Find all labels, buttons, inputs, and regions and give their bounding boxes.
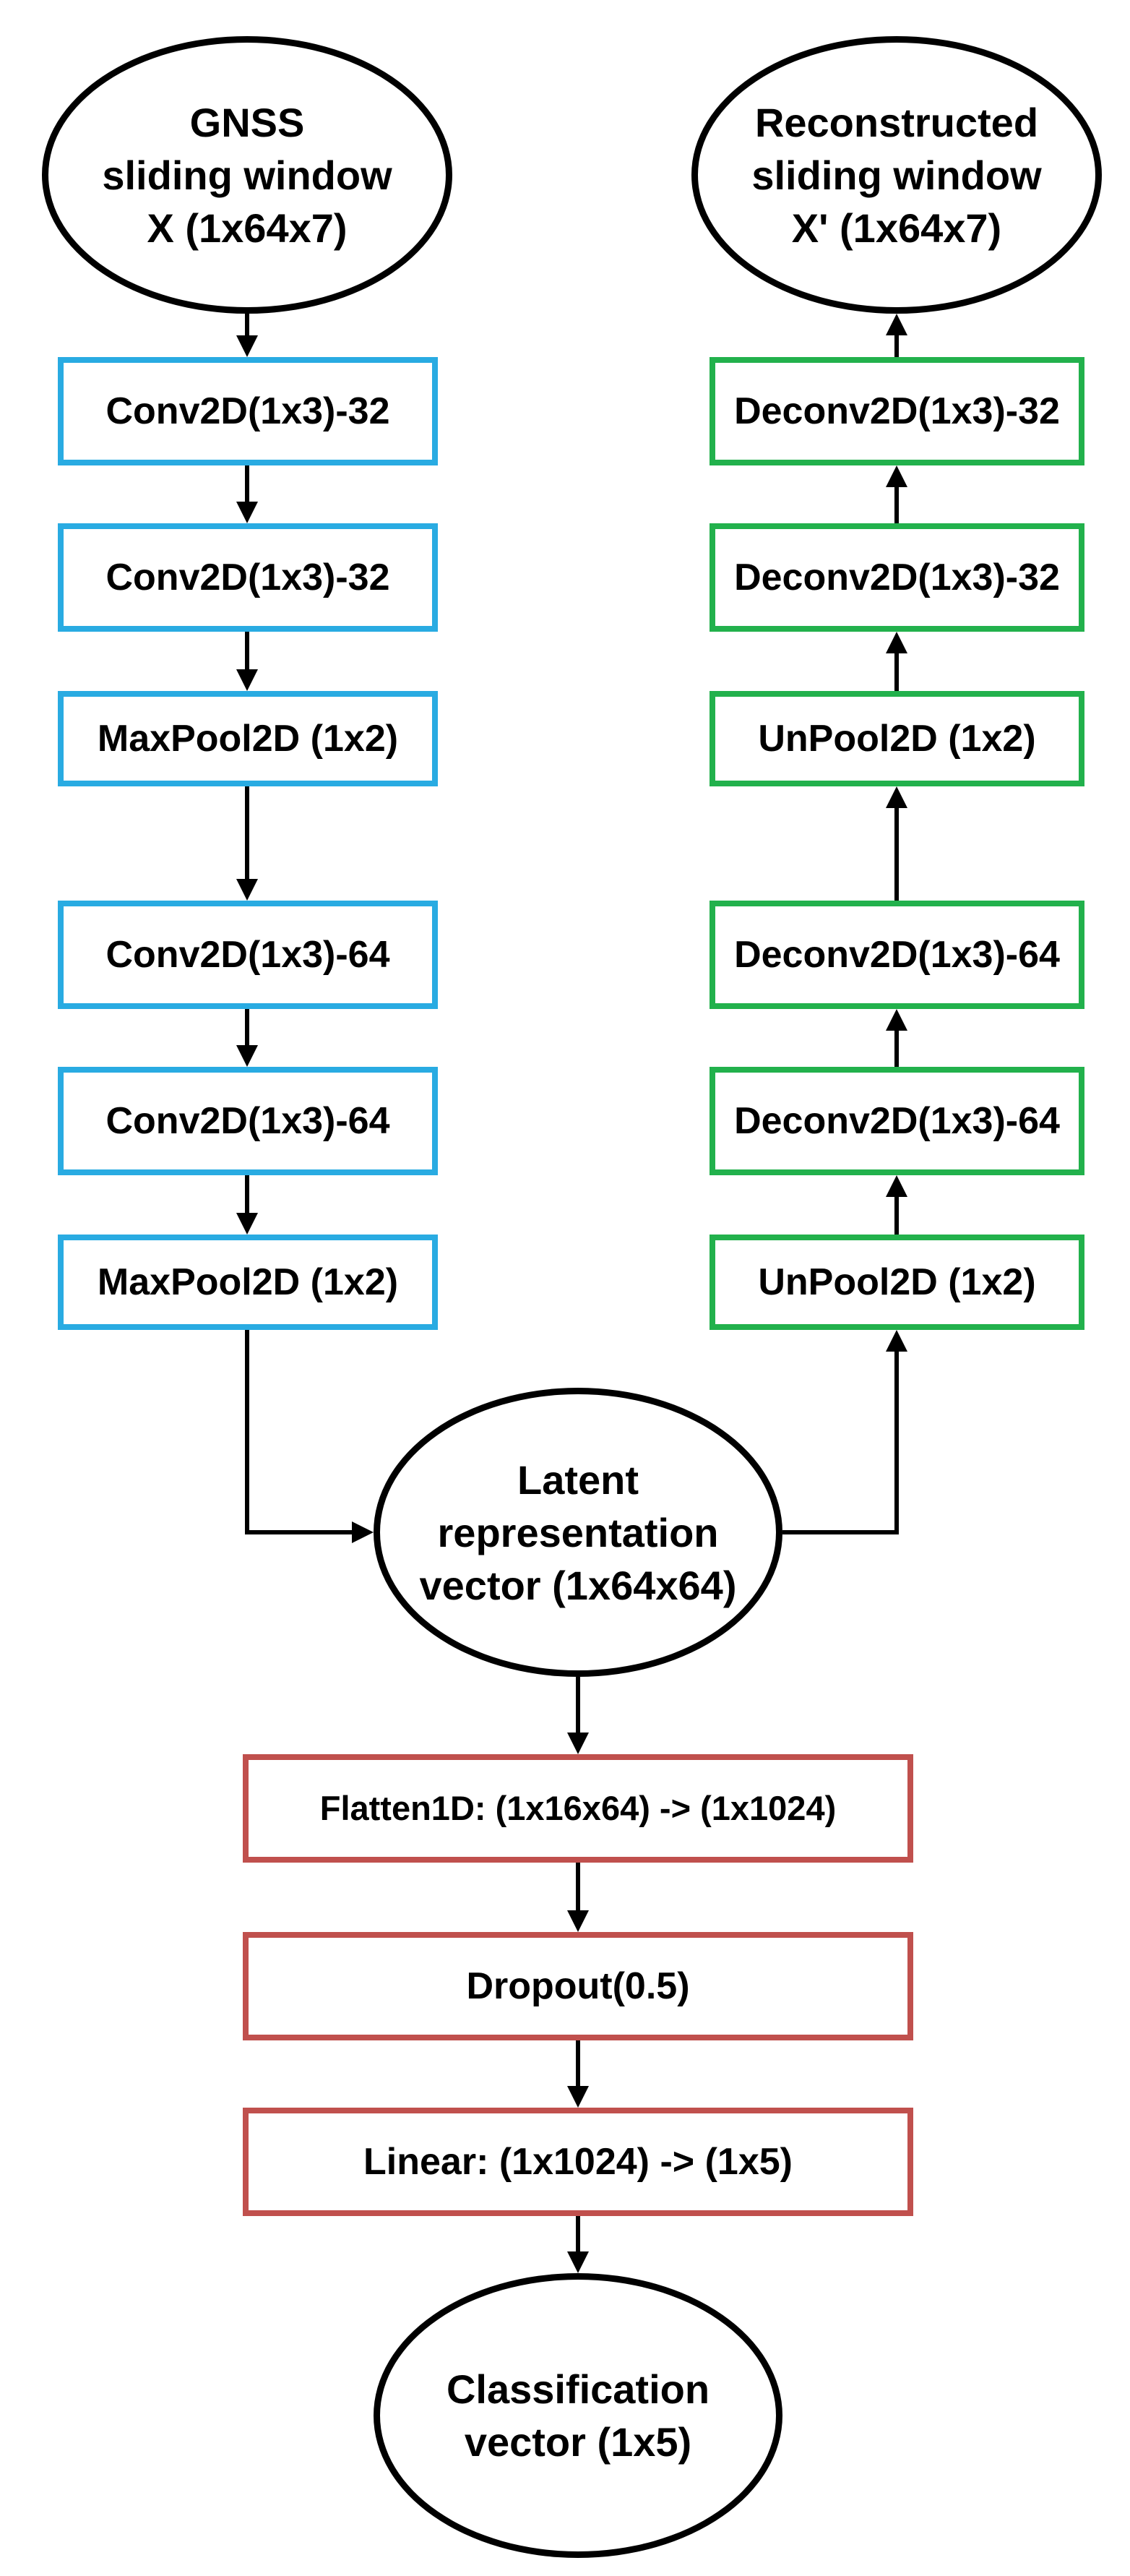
arrow-latent-to-flatten-line <box>576 1677 580 1733</box>
classification-line-2: vector (1x5) <box>464 2419 692 2465</box>
decoder-box-deconv2d-64-1: Deconv2D(1x3)-64 <box>710 901 1084 1009</box>
encoder-box-maxpool2d-2: MaxPool2D (1x2) <box>58 1235 438 1330</box>
encoder-box-label: Conv2D(1x3)-64 <box>105 1100 390 1142</box>
decoder-box-label: UnPool2D (1x2) <box>758 1261 1036 1303</box>
decoder-box-label: UnPool2D (1x2) <box>758 718 1036 760</box>
latent-line-3: vector (1x64x64) <box>419 1562 737 1608</box>
arrow-maxpool1-to-conv3-head <box>236 879 258 901</box>
decoder-box-unpool2d-1: UnPool2D (1x2) <box>710 691 1084 786</box>
reconstructed-line-1: Reconstructed <box>754 99 1039 145</box>
elbow-latent-to-unpool2-head <box>886 1330 907 1352</box>
arrow-deconv2-to-deconv1-head <box>886 465 907 487</box>
encoder-box-label: Conv2D(1x3)-32 <box>105 557 390 598</box>
arrow-conv3-to-conv4-line <box>245 1009 249 1045</box>
elbow-maxpool2-to-latent-head <box>352 1521 374 1543</box>
encoder-box-conv2d-32-1: Conv2D(1x3)-32 <box>58 357 438 465</box>
arrow-linear-to-classification-line <box>576 2216 580 2251</box>
latent-line-2: representation <box>437 1509 719 1555</box>
gnss-input-line-1: GNSS <box>189 99 305 145</box>
decoder-box-label: Deconv2D(1x3)-32 <box>734 390 1060 432</box>
arrow-deconv4-to-deconv3-head <box>886 1009 907 1031</box>
encoder-box-conv2d-64-1: Conv2D(1x3)-64 <box>58 901 438 1009</box>
arrow-deconv1-to-output-head <box>886 314 907 335</box>
gnss-input-line-3: X (1x64x7) <box>147 205 348 251</box>
arrow-conv1-to-conv2-head <box>236 502 258 523</box>
arrow-conv4-to-maxpool2-line <box>245 1175 249 1213</box>
gnss-input-line-2: sliding window <box>102 152 392 198</box>
arrow-conv2-to-maxpool1-head <box>236 669 258 691</box>
encoder-box-maxpool2d-1: MaxPool2D (1x2) <box>58 691 438 786</box>
decoder-box-label: Deconv2D(1x3)-64 <box>734 1100 1060 1142</box>
classifier-box-label: Flatten1D: (1x16x64) -> (1x1024) <box>319 1789 837 1827</box>
encoder-box-conv2d-32-2: Conv2D(1x3)-32 <box>58 523 438 632</box>
arrow-deconv1-to-output-line <box>894 335 899 357</box>
decoder-box-deconv2d-32-2: Deconv2D(1x3)-32 <box>710 523 1084 632</box>
node-reconstructed-ellipse: Reconstructed sliding window X' (1x64x7) <box>691 36 1102 314</box>
arrow-latent-to-flatten-head <box>567 1733 589 1754</box>
arrow-linear-to-classification-head <box>567 2251 589 2273</box>
reconstructed-line-3: X' (1x64x7) <box>791 205 1002 251</box>
arrow-conv2-to-maxpool1-line <box>245 632 249 669</box>
arrow-conv1-to-conv2-line <box>245 465 249 502</box>
classifier-box-dropout: Dropout(0.5) <box>243 1932 913 2040</box>
classifier-box-label: Dropout(0.5) <box>466 1965 690 2007</box>
decoder-box-deconv2d-32-1: Deconv2D(1x3)-32 <box>710 357 1084 465</box>
decoder-box-label: Deconv2D(1x3)-64 <box>734 934 1060 976</box>
elbow-latent-to-unpool2-vertical <box>894 1352 899 1534</box>
reconstructed-line-2: sliding window <box>751 152 1042 198</box>
node-latent-ellipse: Latent representation vector (1x64x64) <box>374 1388 782 1677</box>
arrow-dropout-to-linear-line <box>576 2040 580 2086</box>
elbow-maxpool2-to-latent-horizontal <box>245 1530 352 1534</box>
arrow-conv4-to-maxpool2-head <box>236 1213 258 1235</box>
arrow-unpool1-to-deconv2-line <box>894 653 899 691</box>
arrow-unpool2-to-deconv4-head <box>886 1175 907 1197</box>
arrow-input-to-conv1-head <box>236 335 258 357</box>
encoder-box-label: Conv2D(1x3)-64 <box>105 934 390 976</box>
classifier-box-linear: Linear: (1x1024) -> (1x5) <box>243 2108 913 2216</box>
encoder-box-label: MaxPool2D (1x2) <box>97 1261 399 1303</box>
arrow-conv3-to-conv4-head <box>236 1045 258 1067</box>
classifier-box-label: Linear: (1x1024) -> (1x5) <box>363 2141 793 2183</box>
node-classification-ellipse: Classification vector (1x5) <box>374 2273 782 2558</box>
encoder-box-conv2d-64-2: Conv2D(1x3)-64 <box>58 1067 438 1175</box>
decoder-box-deconv2d-64-2: Deconv2D(1x3)-64 <box>710 1067 1084 1175</box>
latent-line-1: Latent <box>517 1456 639 1503</box>
elbow-latent-to-unpool2-horizontal <box>782 1530 899 1534</box>
encoder-box-label: MaxPool2D (1x2) <box>97 718 399 760</box>
decoder-box-label: Deconv2D(1x3)-32 <box>734 557 1060 598</box>
elbow-maxpool2-to-latent-vertical <box>245 1330 249 1534</box>
arrow-unpool1-to-deconv2-head <box>886 632 907 653</box>
arrow-deconv2-to-deconv1-line <box>894 487 899 523</box>
arrow-deconv3-to-unpool1-line <box>894 808 899 901</box>
arrow-flatten-to-dropout-head <box>567 1910 589 1932</box>
arrow-deconv4-to-deconv3-line <box>894 1031 899 1067</box>
classifier-box-flatten1d: Flatten1D: (1x16x64) -> (1x1024) <box>243 1754 913 1863</box>
classification-line-1: Classification <box>446 2366 710 2412</box>
node-gnss-input-ellipse: GNSS sliding window X (1x64x7) <box>42 36 452 314</box>
arrow-unpool2-to-deconv4-line <box>894 1197 899 1235</box>
arrow-dropout-to-linear-head <box>567 2086 589 2108</box>
arrow-deconv3-to-unpool1-head <box>886 786 907 808</box>
decoder-box-unpool2d-2: UnPool2D (1x2) <box>710 1235 1084 1330</box>
arrow-maxpool1-to-conv3-line <box>245 786 249 879</box>
encoder-box-label: Conv2D(1x3)-32 <box>105 390 390 432</box>
arrow-input-to-conv1-line <box>245 314 249 335</box>
arrow-flatten-to-dropout-line <box>576 1863 580 1910</box>
